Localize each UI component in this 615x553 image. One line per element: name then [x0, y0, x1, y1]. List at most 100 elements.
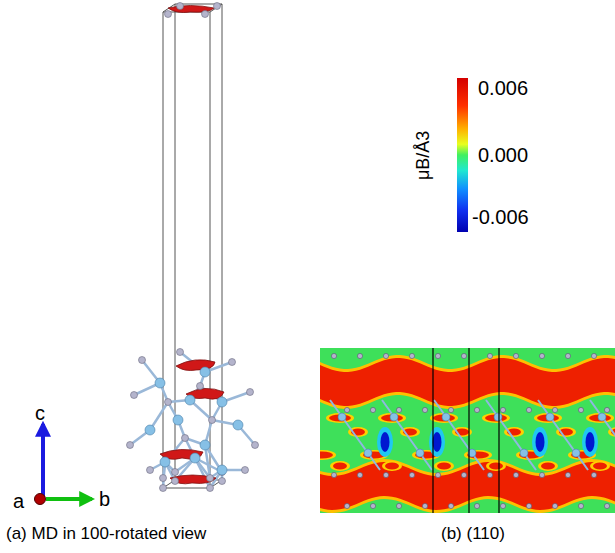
density-patch-edge: [534, 413, 562, 423]
anion-atom: [172, 478, 179, 485]
anion-atom: [591, 353, 596, 358]
anion-atom: [131, 392, 138, 399]
negative-density-spot: [381, 432, 390, 452]
anion-atom: [207, 475, 214, 482]
anion-atom: [165, 11, 172, 18]
colorbar: [457, 78, 468, 232]
negative-density-halo: [532, 427, 548, 457]
cell-edge: [163, 488, 210, 489]
anion-atom: [214, 3, 221, 10]
anion-atom: [177, 349, 184, 356]
anion-atom: [591, 472, 596, 477]
anion-atom: [370, 407, 375, 412]
anion-atom: [461, 472, 466, 477]
negative-density-spot: [433, 432, 442, 452]
anion-atom: [500, 503, 505, 508]
anion-atom: [197, 383, 204, 390]
cation-atom: [546, 413, 554, 421]
anion-atom: [344, 407, 349, 412]
cation-atom: [200, 367, 210, 377]
cation-atom: [185, 395, 195, 405]
cation-atom: [390, 413, 398, 421]
bond: [486, 400, 536, 470]
density-patch-edge: [382, 461, 402, 471]
density-patch: [333, 463, 347, 470]
cation-atom: [416, 449, 424, 457]
density-patch-edge: [320, 450, 336, 460]
anion-atom: [409, 472, 414, 477]
negative-density-halo: [377, 427, 393, 457]
density-patch-edge: [486, 461, 506, 471]
anion-atom: [539, 353, 544, 358]
density-patch-edge: [326, 413, 354, 423]
anion-atom: [160, 485, 167, 492]
colorbar-max: 0.006: [478, 77, 528, 100]
density-patch: [385, 463, 399, 470]
colorbar-zero: 0.000: [478, 144, 528, 167]
anion-atom: [552, 407, 557, 412]
density-band: [320, 462, 615, 510]
cation-atom: [145, 425, 155, 435]
c-axis-arrow: [41, 424, 45, 497]
anion-atom: [209, 417, 216, 424]
cell-boundary: [468, 348, 469, 513]
anion-atom: [474, 503, 479, 508]
spin-density-map: [320, 348, 615, 513]
density-patch-edge: [378, 413, 406, 423]
bond: [382, 400, 432, 470]
anion-atom: [252, 442, 259, 449]
density-band-edge: [320, 355, 615, 409]
anion-atom: [461, 353, 466, 358]
colorbar-min: -0.006: [472, 206, 529, 229]
anion-atom: [242, 467, 249, 474]
anion-atom: [552, 503, 557, 508]
cation-atom: [364, 449, 372, 457]
anion-atom: [165, 399, 172, 406]
cation-atom: [160, 457, 170, 467]
panel-caption: (a) MD in 100-rotated view: [6, 524, 206, 544]
anion-atom: [139, 357, 146, 364]
axis-label: a: [13, 490, 24, 513]
cation-atom: [200, 440, 210, 450]
negative-density-spot: [536, 432, 545, 452]
anion-atom: [500, 407, 505, 412]
anion-atom: [565, 472, 570, 477]
cell-boundary: [498, 348, 499, 513]
cation-atom: [494, 413, 502, 421]
density-patch-edge: [538, 461, 558, 471]
anion-atom: [202, 11, 209, 18]
anion-atom: [160, 475, 167, 482]
anion-atom: [526, 503, 531, 508]
anion-atom: [487, 353, 492, 358]
cell-edge: [222, 4, 223, 480]
cation-atom: [217, 465, 227, 475]
anion-atom: [383, 472, 388, 477]
anion-atom: [435, 353, 440, 358]
anion-atom: [578, 407, 583, 412]
anion-atom: [344, 503, 349, 508]
anion-atom: [513, 353, 518, 358]
density-patch-edge: [482, 413, 510, 423]
panel-caption: (b) (110): [441, 524, 505, 544]
anion-atom: [172, 469, 179, 476]
density-band-edge: [320, 459, 615, 513]
axis-triad: [35, 424, 93, 505]
cation-atom: [572, 449, 580, 457]
density-patch-edge: [590, 461, 610, 471]
anion-atom: [331, 472, 336, 477]
density-band: [320, 358, 615, 406]
cation-atom: [217, 397, 227, 407]
anion-atom: [229, 359, 236, 366]
density-patch-edge: [430, 413, 458, 423]
anion-atom: [604, 407, 609, 412]
cell-boundary: [432, 348, 433, 513]
anion-atom: [513, 472, 518, 477]
anion-atom: [383, 353, 388, 358]
spin-density-isosurface: [170, 475, 216, 484]
anion-atom: [182, 435, 189, 442]
density-patch: [593, 463, 607, 470]
anion-atom: [357, 472, 362, 477]
anion-atom: [474, 407, 479, 412]
anion-atom: [409, 353, 414, 358]
